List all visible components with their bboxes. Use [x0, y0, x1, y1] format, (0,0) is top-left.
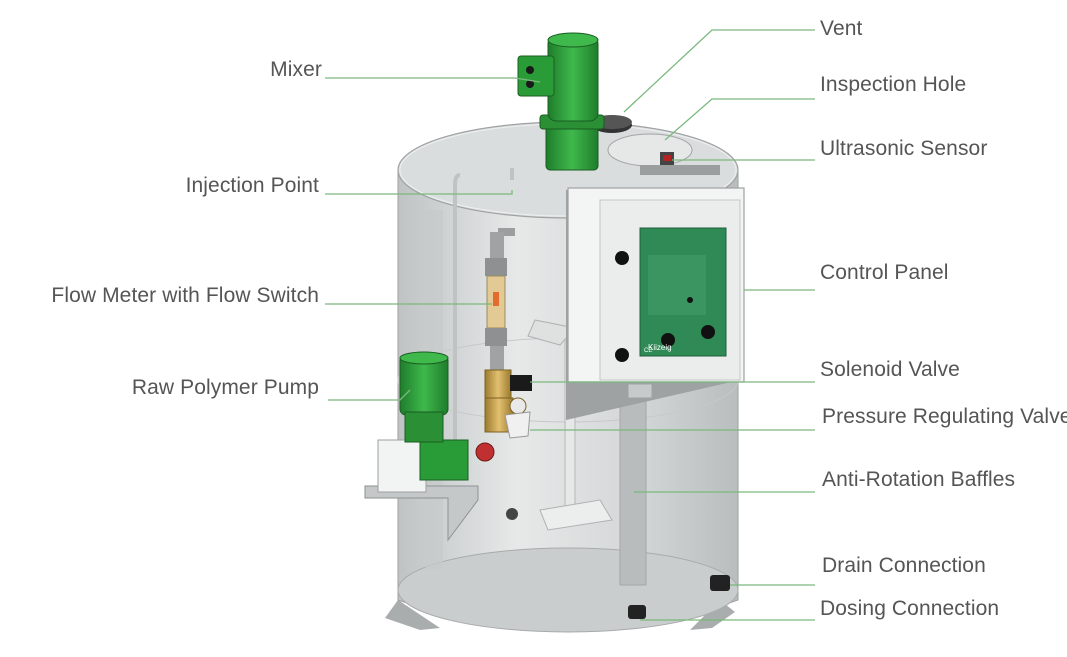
callout-mixer: [325, 77, 541, 83]
panel-brand: Kiizeig: [648, 343, 672, 352]
control-panel: [566, 187, 745, 420]
valve-assembly: [475, 369, 532, 462]
label-solenoid-valve: Solenoid Valve: [820, 358, 960, 381]
label-ultrasonic-sensor: Ultrasonic Sensor: [820, 137, 988, 160]
tank-base: [385, 600, 735, 630]
callout-raw-polymer-pump: [328, 389, 411, 401]
ultrasonic-sensor: [640, 152, 720, 175]
label-anti-rotation-baffles: Anti-Rotation Baffles: [822, 468, 1016, 491]
label-inspection-hole: Inspection Hole: [820, 73, 967, 96]
panel-ce-mark: CE: [644, 348, 652, 354]
label-raw-polymer-pump: Raw Polymer Pump: [131, 376, 319, 399]
label-pressure-regulating-valve: Pressure Regulating Valve: [822, 405, 1067, 428]
callout-vent: [623, 29, 815, 113]
bottom-connections: [628, 575, 730, 619]
piping: [453, 168, 518, 520]
callout-lines: [325, 29, 815, 621]
label-dosing-connection: Dosing Connection: [820, 597, 1000, 620]
label-control-panel: Control Panel: [820, 261, 949, 284]
callout-inspection-hole: [664, 98, 815, 141]
mixer-motor: [517, 32, 605, 171]
callout-injection-point: [325, 190, 513, 195]
label-flow-meter: Flow Meter with Flow Switch: [51, 284, 319, 307]
label-injection-point: Injection Point: [185, 174, 319, 197]
label-drain-connection: Drain Connection: [822, 554, 986, 577]
label-vent: Vent: [820, 17, 863, 40]
label-mixer: Mixer: [270, 58, 322, 81]
raw-polymer-pump: [364, 351, 479, 542]
